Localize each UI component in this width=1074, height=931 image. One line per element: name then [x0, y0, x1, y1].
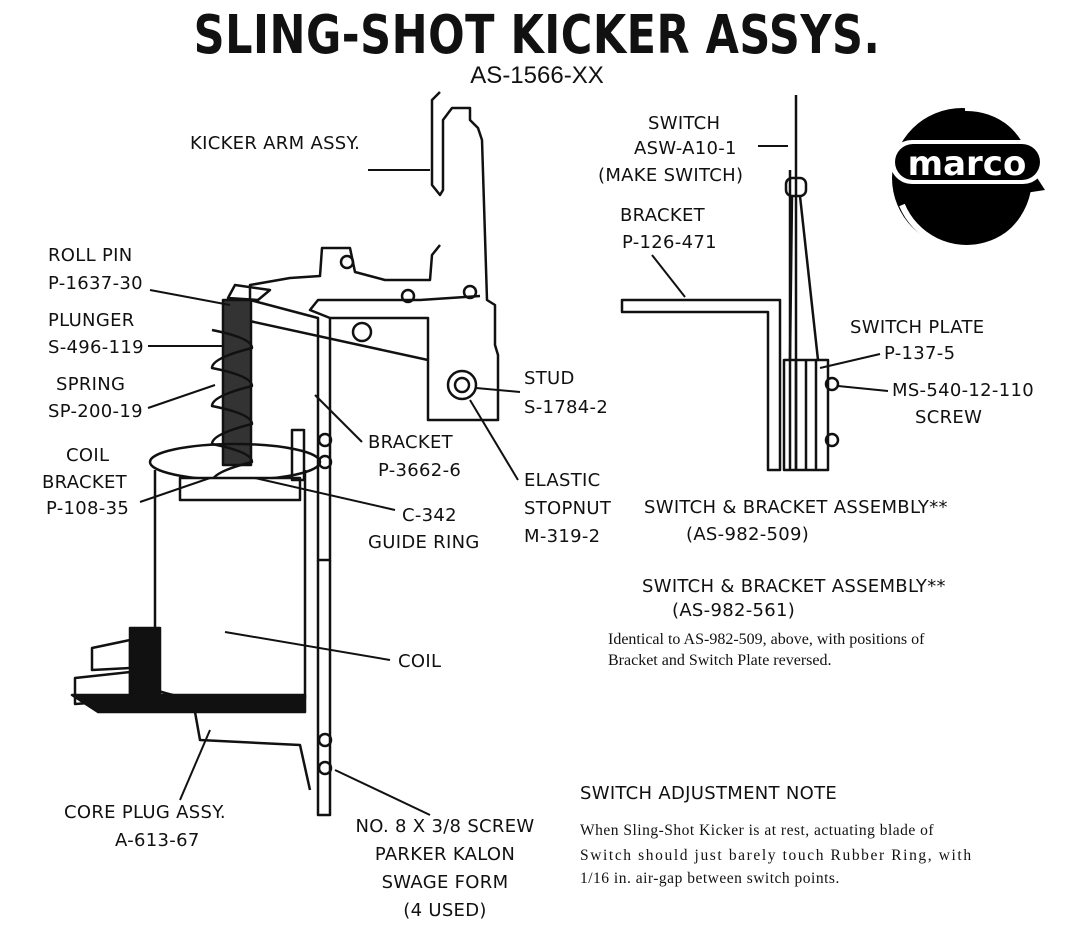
page-subtitle: AS-1566-XX: [470, 62, 604, 89]
label-plunger-code: S-496-119: [48, 337, 144, 358]
label-plunger: PLUNGER: [48, 310, 135, 331]
label-bracket: BRACKET: [368, 432, 453, 453]
assembly-2-note-1: Identical to AS-982-509, above, with pos…: [608, 631, 925, 648]
label-stopnut: STOPNUT: [524, 498, 612, 519]
label-spring: SPRING: [56, 374, 126, 395]
label-stud: STUD: [524, 368, 575, 389]
label-coil-bracket-code: P-108-35: [46, 498, 130, 519]
stud: [446, 369, 478, 401]
label-kicker-arm: KICKER ARM ASSY.: [190, 133, 361, 154]
bracket-p126: [620, 298, 782, 472]
label-core-plug-code: A-613-67: [115, 830, 200, 851]
label-guide-ring: GUIDE RING: [368, 532, 480, 553]
label-ms-screw: SCREW: [915, 407, 983, 428]
label-switch-bracket: BRACKET: [620, 205, 705, 226]
label-ms-screw-code: MS-540-12-110: [892, 380, 1034, 401]
label-spring-code: SP-200-19: [48, 401, 143, 422]
kicker-arm-assy: [248, 91, 500, 562]
coil: [153, 470, 307, 707]
assembly-1-name: SWITCH & BRACKET ASSEMBLY**: [644, 497, 948, 518]
label-stud-code: S-1784-2: [524, 397, 609, 418]
label-screw-3: SWAGE FORM: [381, 872, 509, 893]
logo-text: marco: [908, 144, 1027, 184]
label-bracket-code: P-3662-6: [378, 460, 462, 481]
label-coil-bracket-2: BRACKET: [42, 472, 127, 493]
label-core-plug: CORE PLUG ASSY.: [64, 802, 226, 823]
label-elastic: ELASTIC: [524, 470, 601, 491]
label-switch-plate: SWITCH PLATE: [850, 317, 985, 338]
label-switch: SWITCH: [648, 113, 721, 134]
label-screw-4: (4 USED): [403, 900, 487, 921]
spring: [210, 328, 254, 483]
switch-assembly: [620, 95, 889, 472]
core-plug-base: [70, 693, 307, 714]
label-switch-plate-code: P-137-5: [884, 343, 956, 364]
assembly-2-code: (AS-982-561): [672, 600, 796, 621]
adjustment-line-2: Switch should just barely touch Rubber R…: [580, 847, 973, 864]
adjustment-heading: SWITCH ADJUSTMENT NOTE: [580, 783, 838, 804]
assembly-1-code: (AS-982-509): [686, 524, 810, 545]
page-title: SLING-SHOT KICKER ASSYS.: [193, 4, 881, 67]
label-make-switch: (MAKE SWITCH): [598, 165, 744, 186]
marco-logo: marco: [890, 104, 1045, 251]
adjustment-line-3: 1/16 in. air-gap between switch points.: [580, 870, 840, 887]
assembly-2-note-2: Bracket and Switch Plate reversed.: [608, 652, 832, 669]
assembly-2-name: SWITCH & BRACKET ASSEMBLY**: [642, 576, 946, 597]
label-switch-bracket-code: P-126-471: [622, 232, 717, 253]
label-screw-1: NO. 8 X 3/8 SCREW: [355, 816, 535, 837]
plunger: [221, 298, 253, 467]
label-switch-code: ASW-A10-1: [634, 138, 737, 159]
label-roll-pin-code: P-1637-30: [48, 273, 143, 294]
label-coil: COIL: [398, 651, 442, 672]
label-guide-ring-code: C-342: [402, 505, 457, 526]
label-screw-2: PARKER KALON: [374, 844, 516, 865]
adjustment-line-1: When Sling-Shot Kicker is at rest, actua…: [580, 822, 935, 839]
label-roll-pin: ROLL PIN: [48, 245, 133, 266]
label-stopnut-code: M-319-2: [524, 526, 601, 547]
label-coil-bracket-1: COIL: [66, 445, 110, 466]
